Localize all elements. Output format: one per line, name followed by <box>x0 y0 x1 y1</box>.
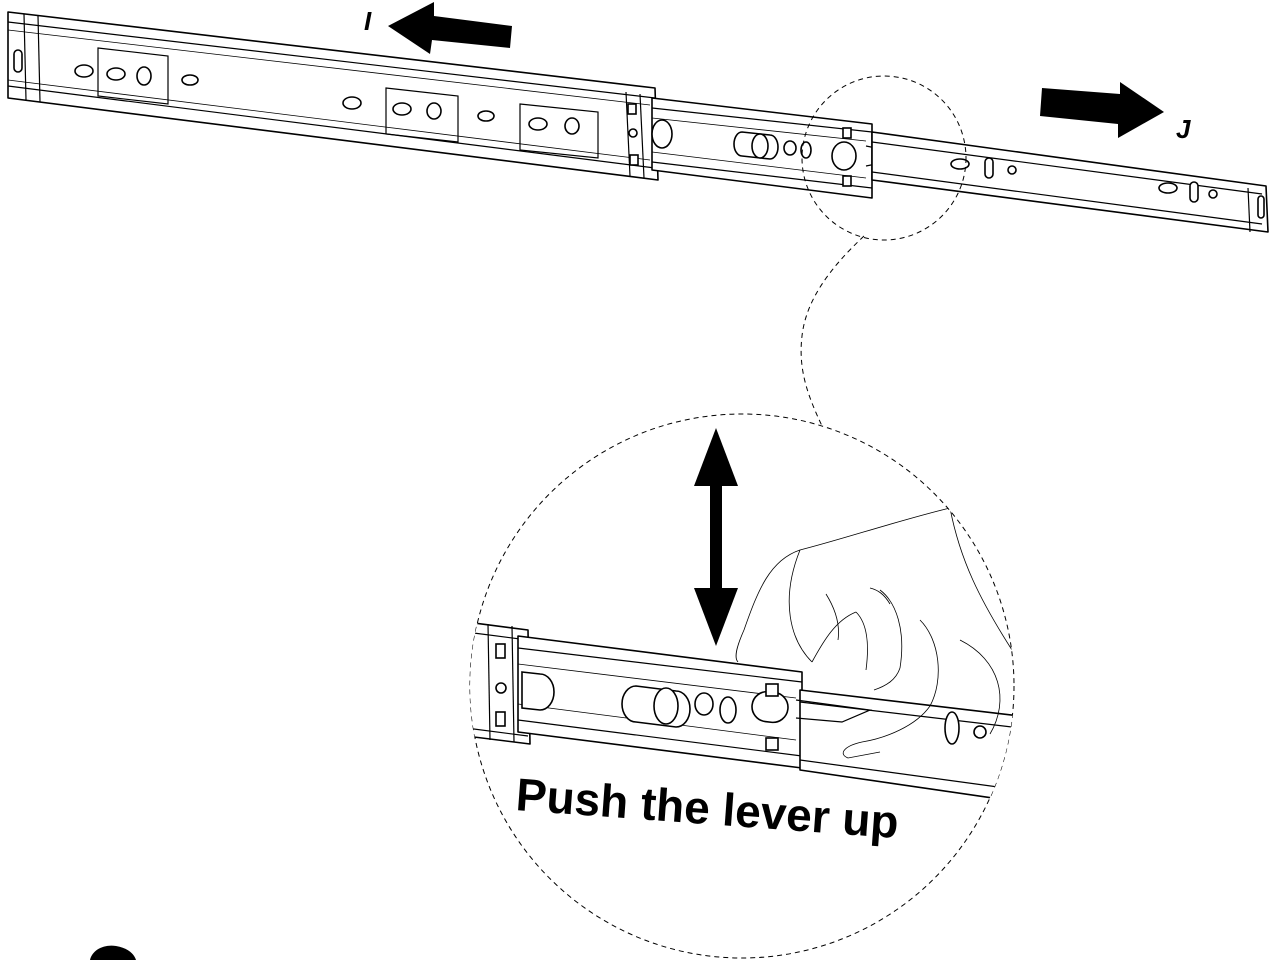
detail-highlight-circle <box>801 75 967 241</box>
intermediate-rail-member <box>651 97 917 199</box>
drawer-slide-rail: I J <box>7 2 1269 241</box>
slot-hole <box>181 74 199 86</box>
arrow-j: J <box>1040 82 1191 144</box>
arrow-i-label: I <box>364 6 372 36</box>
detail-intermediate-member <box>517 635 803 769</box>
detail-circle <box>469 413 1015 959</box>
arrow-i: I <box>364 2 512 54</box>
detail-inner-member <box>799 689 1014 803</box>
step-number-fragment <box>90 945 136 960</box>
detail-view: Push the lever up <box>469 413 1015 959</box>
detail-caption: Push the lever up <box>514 768 900 848</box>
hand-illustration <box>735 507 1013 759</box>
outer-rail-member <box>7 11 659 181</box>
inner-rail-member <box>871 131 1269 233</box>
arrow-j-label: J <box>1176 114 1191 144</box>
round-hole <box>136 66 152 86</box>
slot-hole <box>74 64 94 78</box>
detail-connector <box>800 235 865 427</box>
detail-outer-member <box>470 621 531 745</box>
release-lever <box>795 699 873 723</box>
lever-direction-arrow <box>694 428 738 646</box>
slot-hole <box>106 67 126 81</box>
